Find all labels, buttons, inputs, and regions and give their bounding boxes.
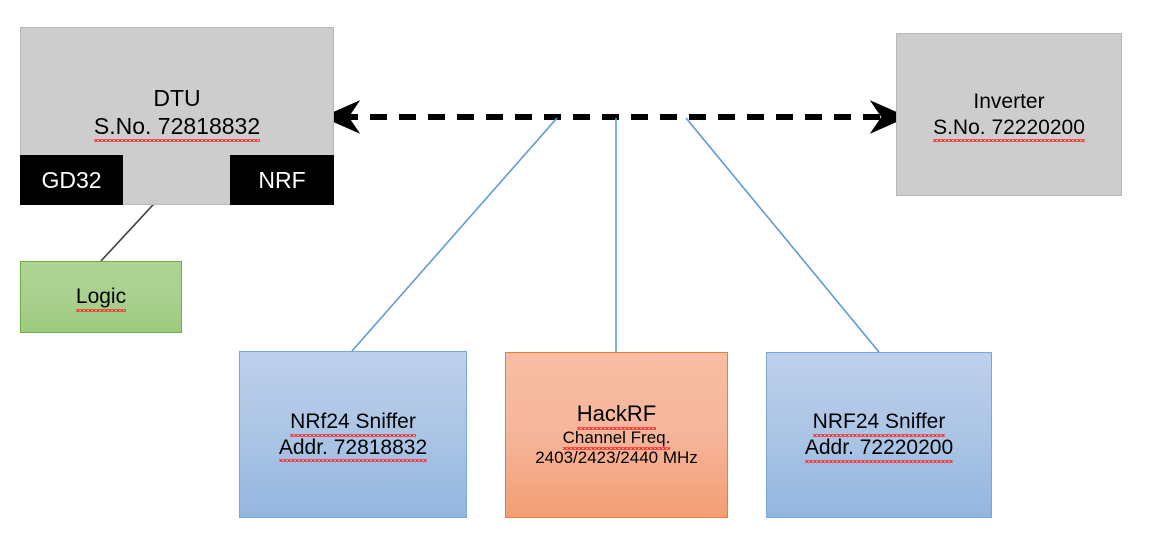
hackrf-node[interactable]: HackRF Channel Freq. 2403/2423/2440 MHz bbox=[505, 352, 728, 518]
sniffer-left-name-wrap: NRf24 Sniffer bbox=[290, 409, 416, 437]
hackrf-channel-label: Channel Freq. bbox=[562, 427, 671, 451]
sniffer-left-node[interactable]: NRf24 Sniffer Addr. 72818832 bbox=[239, 351, 467, 518]
sniffer-right-address: Addr. 72220200 bbox=[804, 436, 954, 463]
dtu-serial-text: S.No. 72818832 bbox=[93, 113, 261, 143]
sniffer-right-addr-wrap: Addr. 72220200 bbox=[804, 435, 954, 463]
nrf-label: NRF bbox=[258, 166, 306, 193]
hackrf-channel-label-wrap: Channel Freq. bbox=[562, 427, 671, 451]
sniffer-right-name: NRF24 Sniffer bbox=[812, 410, 946, 437]
hackrf-name-wrap: HackRF bbox=[576, 400, 657, 430]
sniffer-left-addr-wrap: Addr. 72818832 bbox=[278, 435, 428, 462]
dtu-serial: S.No. 72818832 bbox=[93, 112, 261, 143]
dtu-nrf-chip[interactable]: NRF bbox=[230, 155, 334, 205]
inverter-serial-text: S.No. 72220200 bbox=[933, 115, 1085, 142]
logic-label-wrap: Logic bbox=[75, 284, 127, 312]
hackrf-frequencies: 2403/2423/2440 MHz bbox=[535, 448, 698, 468]
tap-line-sniffer-right bbox=[685, 117, 880, 353]
sniffer-left-name: NRf24 Sniffer bbox=[290, 409, 416, 437]
sniffer-left-address: Addr. 72818832 bbox=[278, 435, 428, 462]
gd32-label: GD32 bbox=[41, 166, 102, 193]
dtu-name: DTU bbox=[153, 85, 201, 111]
sniffer-right-name-wrap: NRF24 Sniffer bbox=[812, 409, 946, 437]
dtu-gd32-chip[interactable]: GD32 bbox=[20, 155, 123, 205]
logic-analyzer-node[interactable]: Logic bbox=[20, 261, 182, 333]
inverter-node[interactable]: Inverter S.No. 72220200 bbox=[896, 33, 1122, 196]
inverter-serial: S.No. 72220200 bbox=[933, 115, 1085, 142]
hackrf-name: HackRF bbox=[576, 400, 657, 430]
logic-label: Logic bbox=[75, 285, 127, 312]
inverter-name: Inverter bbox=[973, 89, 1045, 113]
sniffer-right-node[interactable]: NRF24 Sniffer Addr. 72220200 bbox=[766, 352, 992, 518]
tap-line-sniffer-left bbox=[351, 117, 558, 352]
